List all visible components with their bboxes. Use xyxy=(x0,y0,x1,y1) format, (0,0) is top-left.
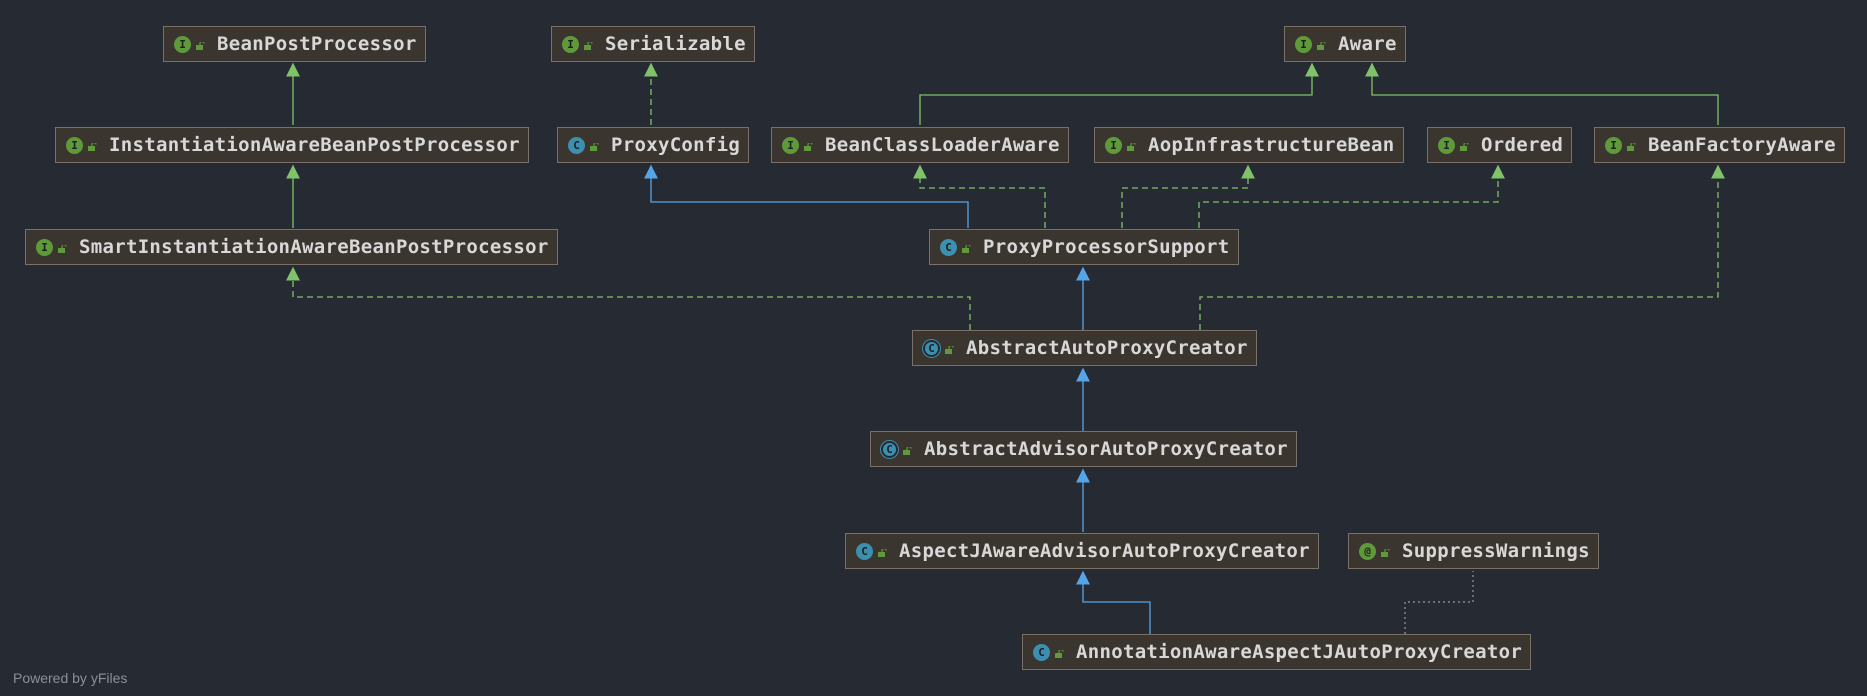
node-proxy-config[interactable]: C ProxyConfig xyxy=(557,127,750,163)
unlock-icon xyxy=(878,549,887,557)
unlock-icon xyxy=(1460,143,1469,151)
node-abstract-advisor-auto-proxy-creator[interactable]: C AbstractAdvisorAutoProxyCreator xyxy=(870,431,1297,467)
node-label: InstantiationAwareBeanPostProcessor xyxy=(109,134,520,156)
node-label: AopInfrastructureBean xyxy=(1148,134,1395,156)
node-label: AspectJAwareAdvisorAutoProxyCreator xyxy=(899,540,1310,562)
node-bean-post-processor[interactable]: I BeanPostProcessor xyxy=(163,26,426,62)
node-proxy-processor-support[interactable]: C ProxyProcessorSupport xyxy=(929,229,1239,265)
node-label: AbstractAutoProxyCreator xyxy=(966,337,1248,359)
class-icon: C xyxy=(940,238,957,256)
interface-icon: I xyxy=(1438,136,1455,154)
unlock-icon xyxy=(1627,143,1636,151)
node-smart-instantiation-aware-bean-post-processor[interactable]: I SmartInstantiationAwareBeanPostProcess… xyxy=(25,229,558,265)
node-bean-class-loader-aware[interactable]: I BeanClassLoaderAware xyxy=(771,127,1069,163)
unlock-icon xyxy=(584,42,593,50)
edge-aapc-siabpp xyxy=(286,266,971,330)
node-bean-factory-aware[interactable]: I BeanFactoryAware xyxy=(1594,127,1845,163)
node-label: SmartInstantiationAwareBeanPostProcessor xyxy=(79,236,549,258)
interface-icon: I xyxy=(1295,35,1312,53)
unlock-icon xyxy=(590,143,599,151)
node-label: Ordered xyxy=(1481,134,1564,156)
interface-icon: I xyxy=(36,238,53,256)
annotation-icon: @ xyxy=(1359,542,1376,560)
node-label: ProxyConfig xyxy=(611,134,741,156)
node-label: AbstractAdvisorAutoProxyCreator xyxy=(924,438,1288,460)
edge-pps-bcla xyxy=(913,164,1046,228)
node-instantiation-aware-bean-post-processor[interactable]: I InstantiationAwareBeanPostProcessor xyxy=(55,127,529,163)
abstract-class-icon: C xyxy=(883,442,896,456)
node-abstract-auto-proxy-creator[interactable]: C AbstractAutoProxyCreator xyxy=(912,330,1257,366)
edge-pps-ord xyxy=(1198,164,1505,228)
unlock-icon xyxy=(962,245,971,253)
unlock-icon xyxy=(196,42,205,50)
unlock-icon xyxy=(58,245,67,253)
node-ordered[interactable]: I Ordered xyxy=(1427,127,1573,163)
unlock-icon xyxy=(1055,650,1064,658)
interface-icon: I xyxy=(1105,136,1122,154)
edge-bfa-aware xyxy=(1365,62,1719,125)
edge-aaajapc-sw xyxy=(1404,571,1474,634)
node-label: AnnotationAwareAspectJAutoProxyCreator xyxy=(1076,641,1523,663)
node-label: BeanPostProcessor xyxy=(217,33,417,55)
interface-icon: I xyxy=(1605,136,1622,154)
edge-bcla-aware xyxy=(919,62,1319,125)
unlock-icon xyxy=(88,143,97,151)
interface-icon: I xyxy=(782,136,799,154)
unlock-icon xyxy=(945,346,954,354)
node-label: BeanClassLoaderAware xyxy=(825,134,1060,156)
edge-pps-pc xyxy=(644,164,969,228)
node-label: SuppressWarnings xyxy=(1402,540,1590,562)
interface-icon: I xyxy=(174,35,191,53)
interface-icon: I xyxy=(66,136,83,154)
node-aspectj-aware-advisor-auto-proxy-creator[interactable]: C AspectJAwareAdvisorAutoProxyCreator xyxy=(845,533,1319,569)
node-aop-infrastructure-bean[interactable]: I AopInfrastructureBean xyxy=(1094,127,1404,163)
node-label: BeanFactoryAware xyxy=(1648,134,1836,156)
abstract-class-icon: C xyxy=(925,341,938,355)
node-aware[interactable]: I Aware xyxy=(1284,26,1406,62)
unlock-icon xyxy=(1317,42,1326,50)
class-icon: C xyxy=(1033,643,1050,661)
edge-aapc-bfa xyxy=(1199,164,1725,330)
class-icon: C xyxy=(568,136,585,154)
edge-aaajapc-ajaapc xyxy=(1076,570,1151,634)
unlock-icon xyxy=(1127,143,1136,151)
edge-pps-aib xyxy=(1121,164,1255,228)
node-serializable[interactable]: I Serializable xyxy=(551,26,755,62)
class-icon: C xyxy=(856,542,873,560)
node-label: ProxyProcessorSupport xyxy=(983,236,1230,258)
interface-icon: I xyxy=(562,35,579,53)
node-annotation-aware-aspectj-auto-proxy-creator[interactable]: C AnnotationAwareAspectJAutoProxyCreator xyxy=(1022,634,1532,670)
powered-by-footer: Powered by yFiles xyxy=(13,670,128,686)
unlock-icon xyxy=(903,447,912,455)
node-label: Serializable xyxy=(605,33,746,55)
node-label: Aware xyxy=(1338,33,1397,55)
node-suppress-warnings[interactable]: @ SuppressWarnings xyxy=(1348,533,1599,569)
unlock-icon xyxy=(804,143,813,151)
unlock-icon xyxy=(1381,549,1390,557)
